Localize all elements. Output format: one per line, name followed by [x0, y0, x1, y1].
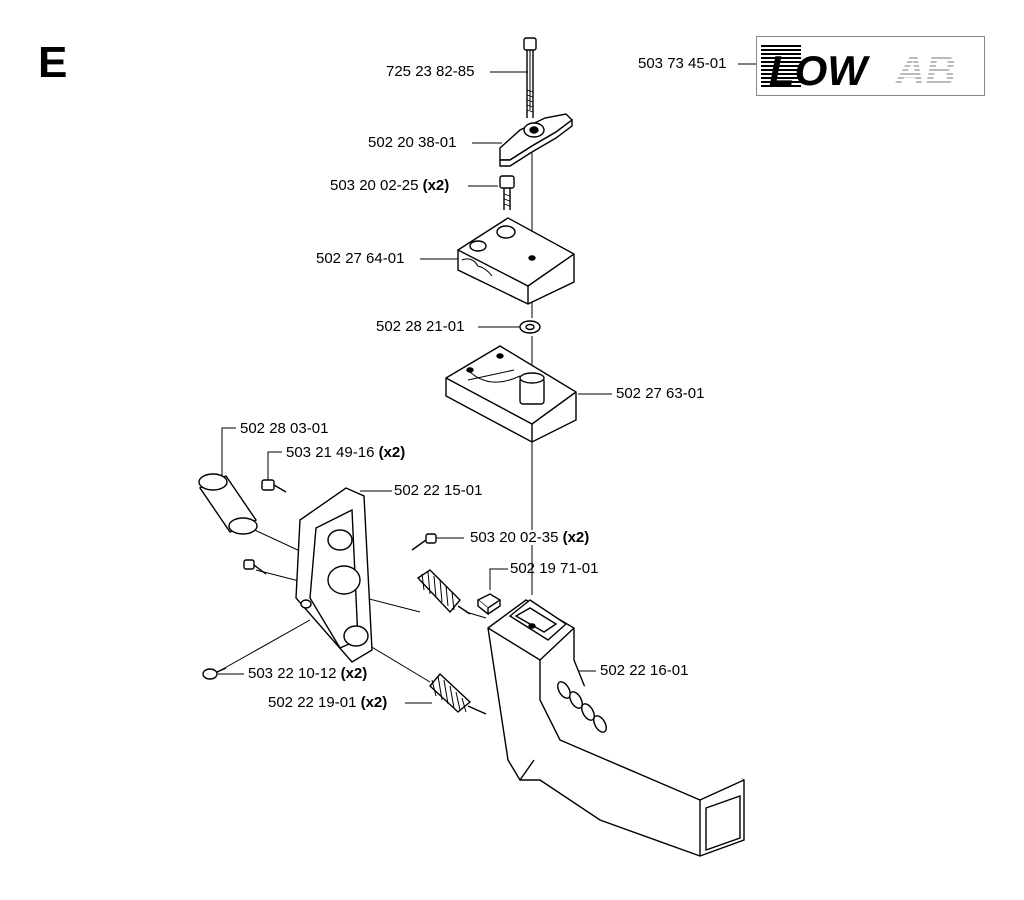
frame — [295, 487, 373, 663]
washer — [519, 320, 541, 334]
square-nut — [476, 593, 502, 616]
logo: LOW AB — [756, 36, 985, 96]
label-lower-clamp: 502 27 63-01 — [616, 385, 705, 402]
label-long-bolt: 725 23 82-85 — [386, 63, 475, 80]
upper-clamp — [457, 217, 575, 305]
quantity: (x2) — [422, 177, 450, 194]
label-screw-bottom: 503 22 10-12 (x2) — [248, 665, 367, 683]
label-screw-frame: 503 21 49-16 (x2) — [286, 444, 405, 462]
long-bolt — [523, 37, 537, 118]
label-screw-mid: 503 20 02-35 (x2) — [470, 529, 589, 547]
quantity: (x2) — [340, 665, 368, 682]
part-number: 503 21 49-16 — [286, 444, 375, 461]
part-number: 503 20 02-35 — [470, 529, 559, 546]
label-upper-clamp: 502 27 64-01 — [316, 250, 405, 267]
sleeve — [198, 473, 258, 535]
part-number: 503 20 02-25 — [330, 177, 419, 194]
screw-side — [243, 559, 267, 575]
label-handle: 502 22 16-01 — [600, 662, 689, 679]
label-sleeve: 502 28 03-01 — [240, 420, 329, 437]
label-wing-nut: 502 20 38-01 — [368, 134, 457, 151]
handle — [487, 599, 745, 857]
quantity: (x2) — [360, 694, 388, 711]
screw-frame — [261, 479, 287, 493]
svg-text:LOW: LOW — [769, 47, 870, 94]
quantity: (x2) — [562, 529, 590, 546]
wing-nut — [499, 113, 574, 167]
lower-clamp — [445, 345, 577, 443]
logo-graphic: LOW AB — [761, 45, 956, 94]
section-letter: E — [38, 38, 68, 87]
screw-top — [499, 175, 515, 210]
screw-mid — [411, 533, 437, 551]
spring-lower — [429, 672, 487, 715]
spring-upper — [416, 569, 471, 615]
label-frame: 502 22 15-01 — [394, 482, 483, 499]
quantity: (x2) — [378, 444, 406, 461]
svg-text:AB: AB — [894, 47, 956, 94]
label-washer: 502 28 21-01 — [376, 318, 465, 335]
label-logo: 503 73 45-01 — [638, 55, 727, 72]
leader-lines — [218, 63, 756, 704]
label-square-nut: 502 19 71-01 — [510, 560, 599, 577]
label-spring: 502 22 19-01 (x2) — [268, 694, 387, 712]
part-number: 502 22 19-01 — [268, 694, 357, 711]
label-screw-top: 503 20 02-25 (x2) — [330, 177, 449, 195]
screw-bottom — [202, 667, 227, 680]
part-number: 503 22 10-12 — [248, 665, 337, 682]
